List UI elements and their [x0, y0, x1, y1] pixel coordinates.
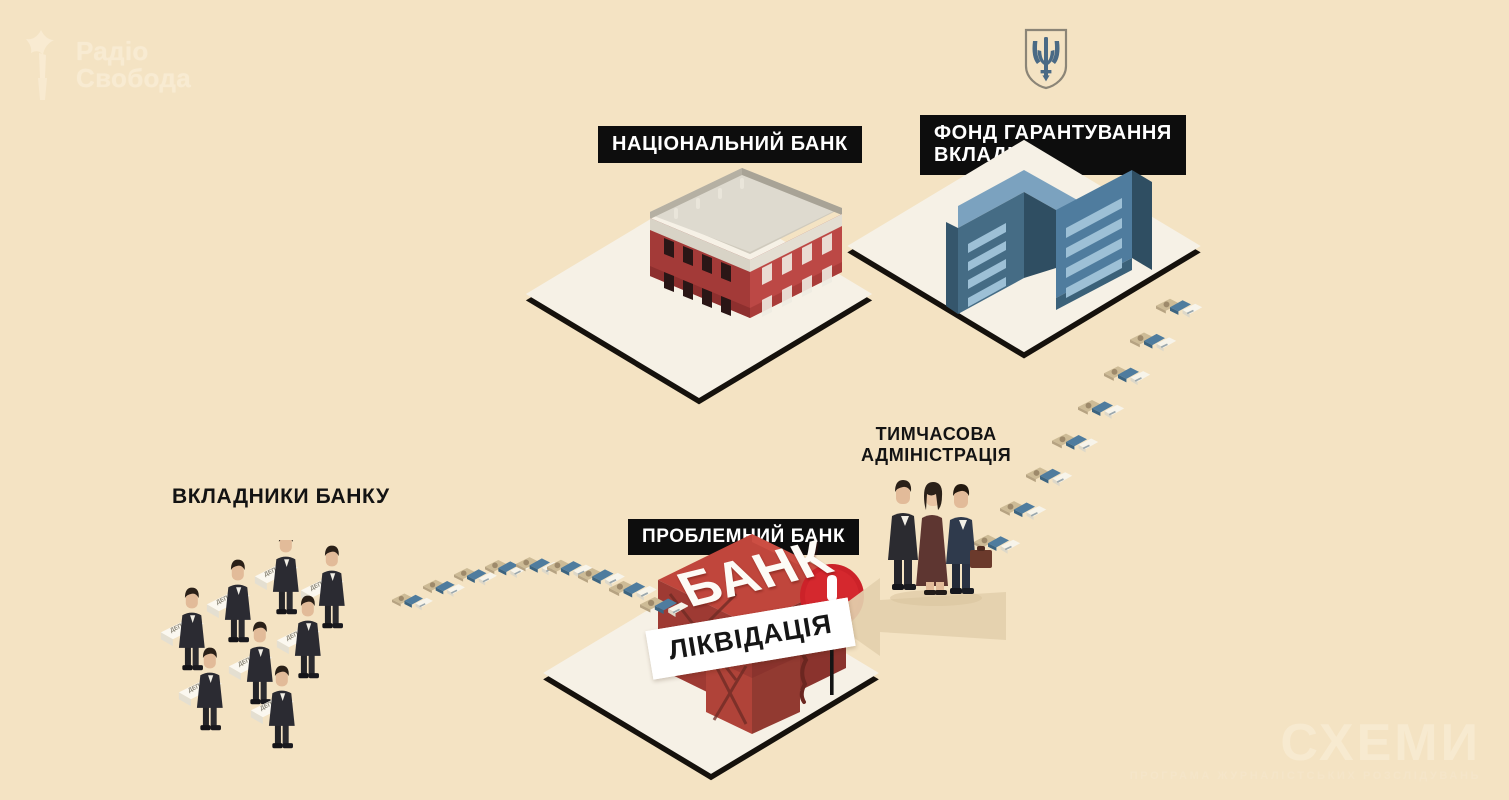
money-bundle-icon [640, 597, 688, 617]
money-bundle-icon [1130, 332, 1177, 352]
radio-line-2: Свобода [76, 63, 191, 93]
torch-icon [26, 30, 54, 100]
national-bank-building-icon [650, 168, 842, 318]
money-bundle-icon [1000, 501, 1047, 520]
money-bundle-icon [423, 579, 465, 597]
money-bundle-icon [1052, 433, 1099, 453]
depositor-figure: ДЕПОЗИТ [160, 587, 205, 671]
depositors-crowd-group: ДЕПОЗИТДЕПОЗИТДЕПОЗИТДЕПОЗИТДЕПОЗИТДЕПОЗ… [160, 540, 345, 749]
money-bundle-icon [1078, 399, 1125, 419]
schemy-watermark: СХЕМИ ПРОГРАМА ЖУРНАЛІСТСЬКИХ РОЗСЛІДУВА… [1129, 713, 1481, 782]
money-trail-fund-to-admin [974, 298, 1203, 554]
money-bundle-icon [1104, 366, 1151, 386]
ukraine-trident-icon [1024, 28, 1068, 90]
depositor-figure: ДЕПОЗИТ [206, 559, 251, 643]
schemy-title: СХЕМИ [1280, 713, 1481, 772]
label-temporary-administration: ТИМЧАСОВА АДМІНІСТРАЦІЯ [861, 424, 1012, 465]
figure-administrator-male [888, 480, 918, 590]
money-bundle-icon [1026, 467, 1073, 487]
depositor-figure: ДЕПОЗИТ [276, 595, 321, 679]
depositor-figure: ДЕПОЗИТ [254, 540, 299, 615]
depositor-figure: ДЕПОЗИТ [228, 621, 273, 705]
briefcase-icon [970, 550, 992, 568]
figure-administrator-male-briefcase [946, 484, 992, 594]
money-bundle-icon [454, 568, 497, 586]
label-problem-bank: ПРОБЛЕМНИЙ БАНК [628, 519, 860, 556]
radio-line-1: Радіо [76, 36, 149, 67]
money-bundle-icon [974, 534, 1021, 554]
temporary-administration-group [888, 480, 992, 606]
figure-administrator-female [916, 482, 948, 595]
radio-svoboda-watermark: Радіо Свобода [18, 26, 191, 104]
label-national-bank: НАЦІОНАЛЬНИЙ БАНК [598, 126, 862, 164]
label-deposit-guarantee-fund: ФОНД ГАРАНТУВАННЯ ВКЛАДІВ [920, 115, 1186, 175]
money-bundle-icon [578, 567, 625, 588]
money-bundle-icon [547, 559, 593, 579]
deposit-guarantee-fund-building-icon [946, 170, 1152, 314]
money-bundle-icon [1156, 298, 1203, 318]
radio-svoboda-wordmark: Радіо Свобода [76, 38, 191, 91]
schemy-subtitle: ПРОГРАМА ЖУРНАЛІСТСЬКИХ РОЗСЛІДУВАНЬ [1129, 770, 1481, 782]
label-depositors: ВКЛАДНИКИ БАНКУ [172, 485, 390, 508]
money-bundle-icon [609, 580, 657, 601]
money-bundle-icon [392, 593, 433, 611]
money-trail-depositors-to-bank [392, 557, 688, 617]
